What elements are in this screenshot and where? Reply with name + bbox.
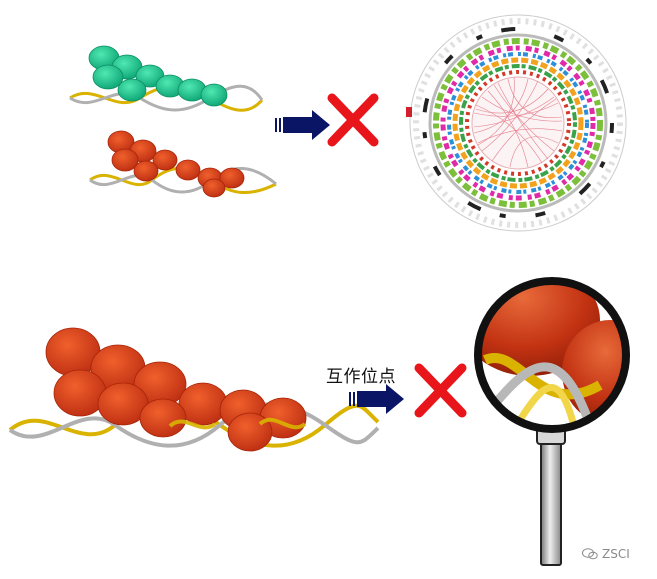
interaction-site-label: 互作位点	[326, 367, 396, 387]
red-protein-complex-large	[45, 327, 307, 452]
red-x-icon-bottom	[414, 363, 467, 418]
red-protein-complex-small	[107, 130, 245, 198]
arrow-right-icon	[275, 110, 330, 140]
wechat-icon	[582, 548, 598, 560]
circos-plot-icon	[406, 14, 627, 232]
red-x-icon	[327, 93, 379, 147]
magnifier-icon	[474, 277, 630, 566]
green-protein-complex	[88, 45, 228, 107]
arrow-right-icon-bottom	[349, 384, 404, 414]
watermark: ZSCI	[582, 547, 630, 561]
dna-helix-red-large-front	[168, 417, 307, 430]
watermark-text: ZSCI	[602, 547, 630, 561]
